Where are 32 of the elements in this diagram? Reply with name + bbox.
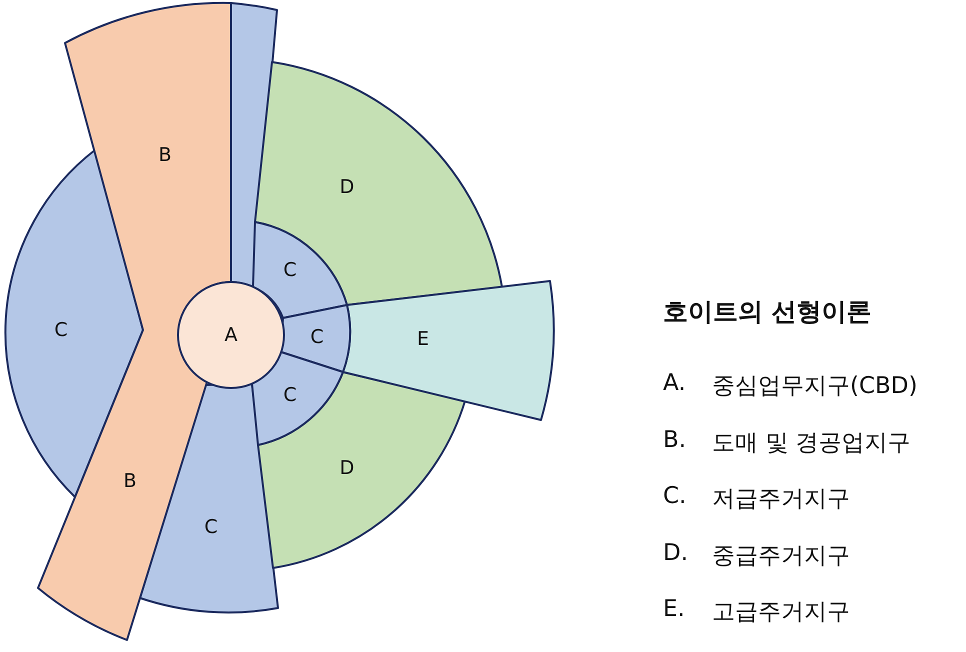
- residential-sector: [254, 61, 503, 306]
- business-district-circle: [177, 281, 285, 389]
- residential-sector: [257, 371, 466, 569]
- zone-label: D: [338, 456, 356, 480]
- zone-label: C: [282, 258, 298, 282]
- residential-sector: [251, 351, 344, 446]
- legend-description: 고급주거지구: [712, 598, 850, 627]
- legend-letter: C.: [663, 483, 686, 509]
- zone-label: B: [157, 143, 173, 167]
- residential-sector: [280, 304, 352, 373]
- legend-description: 중심업무지구(CBD): [712, 372, 918, 401]
- residential-sector: [230, 2, 278, 288]
- zone-label: C: [53, 318, 69, 342]
- zone-label: C: [203, 515, 219, 539]
- legend-letter: B.: [663, 426, 686, 452]
- legend-description: 도매 및 경공업지구: [712, 428, 911, 458]
- residential-sector: [4, 149, 144, 498]
- zone-label: E: [416, 327, 430, 351]
- legend-description: 저급주거지구: [712, 485, 850, 514]
- residential-sector: [252, 221, 348, 319]
- zone-label: A: [224, 323, 238, 347]
- zone-label: C: [282, 383, 298, 407]
- residential-sector: [342, 280, 554, 421]
- zone-label: D: [338, 175, 356, 199]
- legend-description: 중급주거지구: [712, 542, 850, 570]
- legend-letter: E.: [663, 596, 685, 622]
- legend-title: 호이트의 선형이론: [663, 296, 872, 328]
- legend-letter: D.: [663, 540, 688, 566]
- residential-sector: [139, 383, 279, 614]
- legend-letter: A.: [663, 370, 686, 396]
- zone-label: C: [309, 325, 325, 349]
- zone-label: B: [122, 469, 138, 493]
